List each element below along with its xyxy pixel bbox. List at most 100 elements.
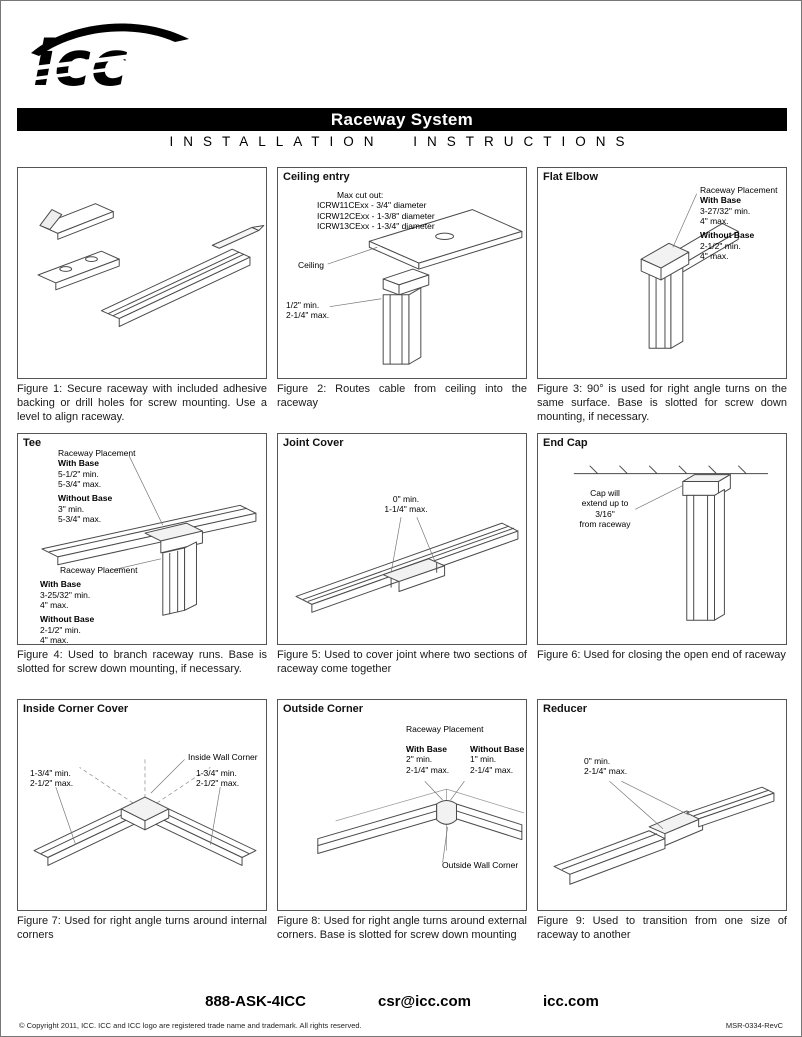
- label-line: Without Base: [58, 493, 113, 504]
- label-raceway-placement: Raceway Placement With Base 3-27/32" min…: [700, 185, 777, 262]
- figure-6-diagram: [573, 465, 768, 621]
- figure-1-box: [17, 167, 267, 379]
- logo-swoosh: [31, 23, 189, 56]
- label-line: ICRW11CExx - 3/4" diameter: [317, 200, 427, 211]
- label-line: ICRW13CExx - 1-3/4" diameter: [317, 221, 435, 232]
- figure-9-diagram: [553, 780, 775, 885]
- figure-7-diagram: [33, 759, 257, 866]
- figure-grid: Figure 1: Secure raceway with included a…: [17, 167, 787, 965]
- figure-3-diagram: [640, 193, 739, 349]
- label-line: 2-1/2" max.: [196, 778, 240, 789]
- panel-mounting: Figure 1: Secure raceway with included a…: [17, 167, 267, 433]
- legal-line: © Copyright 2011, ICC. ICC and ICC logo …: [19, 1021, 783, 1030]
- panel-flat-elbow: Flat Elbow: [537, 167, 787, 433]
- figure-6-caption: Figure 6: Used for closing the open end …: [537, 649, 786, 661]
- label-with-base-column: With Base 2" min. 2-1/4" max.: [406, 744, 449, 775]
- label-line: 0" min.: [392, 494, 420, 504]
- label-outside-wall-corner: Outside Wall Corner: [442, 860, 518, 870]
- email-address: csr@icc.com: [377, 993, 471, 1010]
- figure-7-box: Inside Corner Cover: [17, 699, 267, 911]
- label-line: Without Base: [470, 744, 525, 754]
- label-line: With Base: [40, 579, 82, 590]
- label-line: 1" min.: [470, 754, 497, 765]
- label-line: With Base: [406, 744, 448, 754]
- label-line: 4" max.: [700, 251, 729, 262]
- figure-3-title: Flat Elbow: [543, 171, 598, 183]
- label-raceway-placement-top: Raceway Placement With Base 5-1/2" min. …: [58, 448, 135, 525]
- figure-2-box: Ceiling entry: [277, 167, 527, 379]
- label-line: Inside Wall Corner: [188, 752, 258, 762]
- label-ceiling: Ceiling: [298, 260, 324, 270]
- label-line: 2-1/4" max.: [470, 764, 514, 775]
- panel-inside-corner-cover: Inside Corner Cover: [17, 699, 267, 965]
- label-line: 0" min.: [584, 756, 611, 766]
- label-max-cutout: Max cut out: ICRW11CExx - 3/4" diameter …: [317, 190, 435, 231]
- figure-7-title: Inside Corner Cover: [23, 703, 129, 715]
- figure-5-diagram: [295, 517, 519, 613]
- label-line: 2-1/4" max.: [406, 764, 450, 775]
- icc-logo-graphic: icc: [27, 23, 189, 99]
- label-joint-minmax: 0" min. 1-1/4" max.: [382, 494, 430, 515]
- panel-end-cap: End Cap: [537, 433, 787, 699]
- label-without-base-column: Without Base 1" min. 2-1/4" max.: [470, 744, 524, 775]
- label-line: extend up to: [581, 498, 629, 509]
- label-line: With Base: [58, 458, 100, 469]
- label-line: 1-3/4" min.: [196, 768, 237, 778]
- panel-reducer: Reducer: [537, 699, 787, 965]
- panel-ceiling-entry: Ceiling entry: [277, 167, 527, 433]
- label-line: 3-27/32" min.: [700, 205, 751, 216]
- figure-7-caption: Figure 7: Used for right angle turns aro…: [17, 915, 267, 942]
- contact-footer: 888-ASK-4ICC csr@icc.com icc.com: [1, 993, 801, 1010]
- figure-6-title: End Cap: [543, 437, 588, 449]
- figure-1-caption: Figure 1: Secure raceway with included a…: [17, 383, 267, 424]
- figure-6-box: End Cap: [537, 433, 787, 645]
- label-line: Without Base: [700, 230, 755, 241]
- figure-8-title: Outside Corner: [283, 703, 364, 715]
- figure-9-title: Reducer: [543, 703, 588, 715]
- figure-2-diagram: [327, 209, 523, 365]
- label-line: 2-1/2" min.: [700, 240, 741, 251]
- panel-joint-cover: Joint Cover: [277, 433, 527, 699]
- label-line: from raceway: [579, 519, 631, 530]
- website-url: icc.com: [543, 993, 599, 1010]
- label-line: 1-3/4" min.: [30, 768, 71, 778]
- figure-2-title: Ceiling entry: [283, 171, 350, 183]
- label-ceiling-entry-minmax: 1/2" min. 2-1/4" max.: [286, 300, 329, 321]
- figure-1-diagram: [37, 203, 265, 327]
- figure-8-box: Outside Corner: [277, 699, 527, 911]
- label-line: 1-1/4" max.: [384, 504, 428, 515]
- figure-9-box: Reducer: [537, 699, 787, 911]
- figure-8-caption: Figure 8: Used for right angle turns aro…: [277, 915, 527, 942]
- label-line: 2" min.: [406, 754, 433, 765]
- label-line: 2-1/2" max.: [30, 778, 74, 789]
- panel-tee: Tee: [17, 433, 267, 699]
- label-line: 2-1/4" max.: [286, 310, 330, 321]
- label-line: Ceiling: [298, 260, 324, 270]
- label-line: ICRW12CExx - 1-3/8" diameter: [317, 210, 435, 221]
- label-line: 4" max.: [40, 600, 69, 611]
- label-raceway-placement-bottom: Raceway Placement With Base 3-25/32" min…: [40, 565, 137, 646]
- copyright-text: © Copyright 2011, ICC. ICC and ICC logo …: [19, 1021, 362, 1030]
- label-end-cap: Cap will extend up to 3/16" from raceway: [574, 488, 636, 529]
- figure-5-box: Joint Cover: [277, 433, 527, 645]
- figure-4-diagram: [41, 455, 257, 616]
- label-line: Raceway Placement: [60, 565, 138, 575]
- label-line: 3" min.: [58, 503, 85, 514]
- label-raceway-placement-heading: Raceway Placement: [406, 724, 483, 734]
- label-line: 5-3/4" max.: [58, 514, 102, 525]
- figure-4-title: Tee: [23, 437, 42, 449]
- label-line: Raceway Placement: [406, 724, 484, 734]
- label-line: 5-3/4" max.: [58, 479, 102, 490]
- panel-outside-corner: Outside Corner: [277, 699, 527, 965]
- figure-3-box: Flat Elbow: [537, 167, 787, 379]
- figure-3-caption: Figure 3: 90° is used for right angle tu…: [537, 383, 787, 424]
- label-line: 1/2" min.: [286, 300, 320, 310]
- label-inside-wall-corner: Inside Wall Corner: [188, 752, 258, 762]
- figure-9-caption: Figure 9: Used to transition from one si…: [537, 915, 787, 942]
- label-line: Raceway Placement: [700, 185, 778, 195]
- label-line: 4" max.: [700, 216, 729, 227]
- icc-logo: icc: [27, 13, 197, 99]
- label-line: With Base: [700, 195, 742, 206]
- figure-2-caption: Figure 2: Routes cable from ceiling into…: [277, 383, 527, 410]
